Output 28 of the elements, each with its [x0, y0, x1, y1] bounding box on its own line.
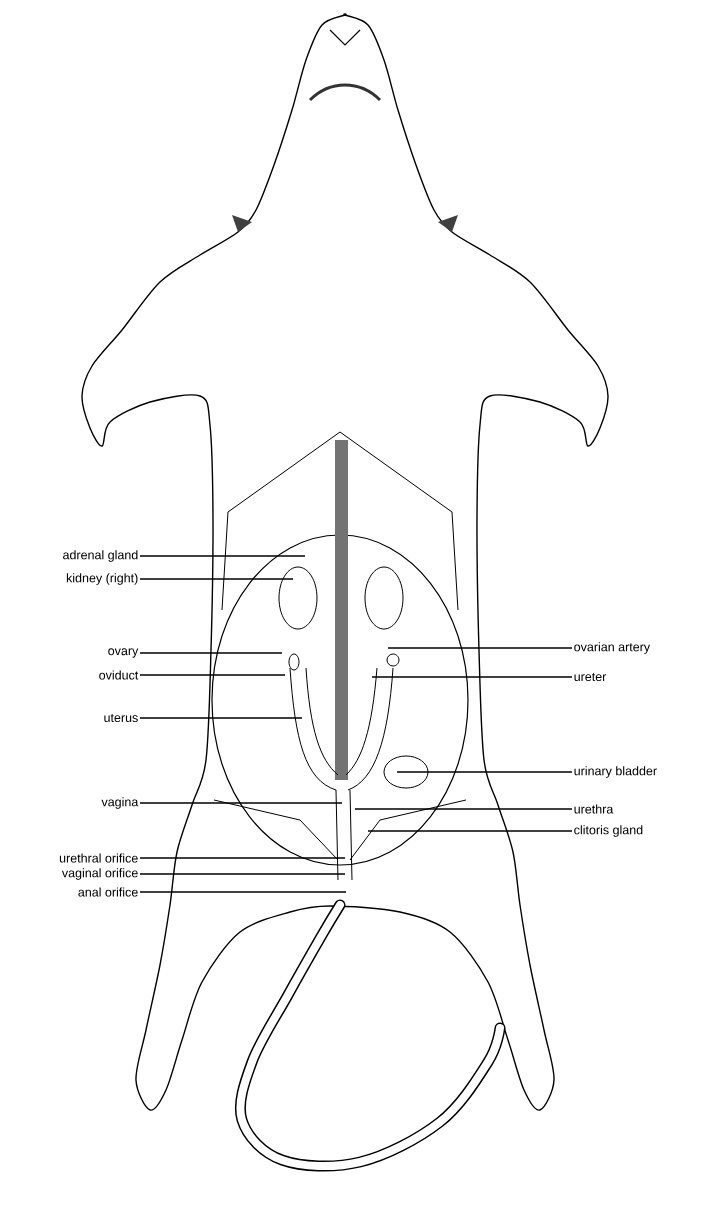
leader-line	[139, 857, 346, 859]
leader-line	[139, 891, 347, 893]
leader-line	[139, 873, 346, 875]
part-label: urethra	[574, 804, 614, 814]
part-label: uterus	[104, 713, 138, 723]
leader-line	[139, 578, 294, 580]
leader-line	[139, 717, 303, 719]
leader-line	[387, 647, 573, 649]
part-label: anal orifice	[78, 887, 138, 897]
part-label: clitoris gland	[574, 825, 643, 837]
part-label: adrenal gland	[63, 550, 138, 562]
part-label: urethral orifice	[59, 853, 138, 863]
leader-line	[354, 808, 573, 810]
part-label: ovarian artery	[574, 642, 651, 654]
leader-line	[139, 652, 283, 654]
leader-line	[396, 771, 573, 773]
part-label: kidney (right)	[66, 573, 138, 585]
leader-line	[367, 830, 573, 832]
part-label: oviduct	[99, 670, 139, 680]
leader-line	[139, 802, 343, 804]
part-label: vaginal orifice	[61, 868, 138, 880]
part-label: vagina	[101, 797, 139, 809]
leader-line	[139, 674, 286, 676]
leader-line	[139, 555, 306, 557]
part-label: ovary	[108, 648, 139, 658]
part-label: ureter	[574, 672, 607, 682]
leader-line	[371, 676, 573, 678]
part-label: urinary bladder	[574, 766, 657, 778]
